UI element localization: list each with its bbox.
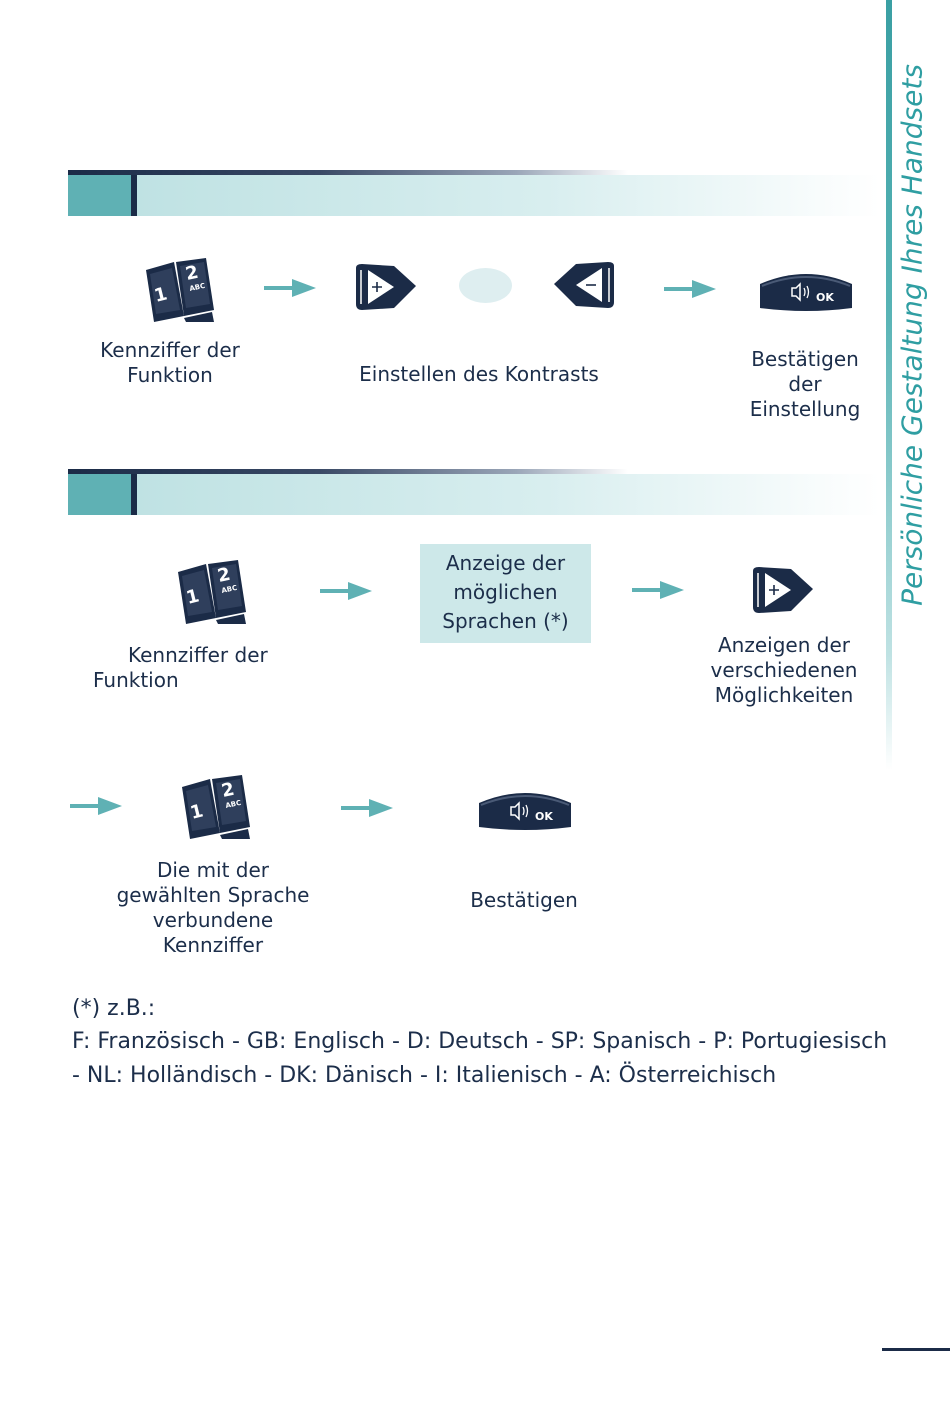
band-fill	[137, 175, 880, 216]
key-2-label: 2	[216, 564, 233, 587]
separator-oval	[459, 268, 512, 303]
ok-key-icon[interactable]: OK	[477, 789, 577, 831]
key-2-letters: ABC	[225, 799, 242, 810]
arrow-right-icon	[70, 797, 124, 817]
sidebar-title-text: Persönliche Gestaltung Ihres Handsets	[895, 64, 929, 606]
arrow-right-icon	[320, 582, 374, 602]
ok-key-label: OK	[816, 291, 834, 304]
step-label-function-code-line2: Funktion	[93, 668, 179, 692]
plus-nav-key-icon[interactable]	[354, 262, 418, 312]
footnote-languages-line1: F: Französisch - GB: Englisch - D: Deuts…	[72, 1029, 888, 1054]
key-1-label: 1	[188, 800, 205, 823]
key-2-label: 2	[184, 262, 201, 285]
step-label-language-code: Die mit der gewählten Sprache verbundene…	[116, 858, 310, 957]
keypad-icon: 1 2 ABC	[172, 560, 246, 624]
ok-key-icon[interactable]: OK	[758, 270, 858, 312]
band-fill	[137, 474, 880, 515]
band-top-line	[68, 170, 628, 175]
key-1-label: 1	[184, 585, 201, 608]
arrow-right-icon	[632, 581, 686, 601]
keypad-icon: 1 2 ABC	[176, 775, 250, 839]
key-2-letters: ABC	[221, 584, 238, 595]
language-display-text: Anzeige der möglichen Sprachen (*)	[442, 551, 569, 633]
plus-nav-key-icon[interactable]	[751, 565, 815, 615]
key-2-label: 2	[220, 779, 237, 802]
step-label-confirm: Bestätigen	[470, 888, 578, 912]
section-header-band-2	[68, 469, 880, 515]
footnote-marker: (*) z.B.:	[72, 996, 156, 1021]
key-1-label: 1	[152, 283, 169, 306]
band-divider	[131, 175, 137, 216]
section-header-band-1	[68, 170, 880, 216]
sidebar-accent-line	[886, 0, 892, 770]
key-2-letters: ABC	[189, 282, 206, 293]
arrow-right-icon	[664, 280, 718, 300]
band-square	[68, 474, 131, 515]
ok-key-label: OK	[535, 810, 553, 823]
step-label-confirm-setting: Bestätigen der Einstellung	[749, 347, 861, 421]
arrow-right-icon	[264, 279, 318, 299]
keypad-icon: 1 2 ABC	[140, 258, 214, 322]
step-label-show-options: Anzeigen der verschiedenen Möglichkeiten	[710, 633, 858, 707]
language-display-box: Anzeige der möglichen Sprachen (*)	[420, 544, 591, 643]
arrow-right-icon	[341, 799, 395, 819]
minus-nav-key-icon[interactable]	[552, 260, 616, 310]
band-top-line	[68, 469, 628, 474]
band-square	[68, 175, 131, 216]
page-footer-rule	[882, 1348, 950, 1351]
step-label-function-code-line1: Kennziffer der	[128, 643, 268, 667]
footnote-languages-line2: - NL: Holländisch - DK: Dänisch - I: Ita…	[72, 1063, 777, 1088]
step-label-adjust-contrast: Einstellen des Kontrasts	[359, 362, 599, 386]
step-label-function-code: Kennziffer der Funktion	[100, 338, 240, 387]
band-divider	[131, 474, 137, 515]
